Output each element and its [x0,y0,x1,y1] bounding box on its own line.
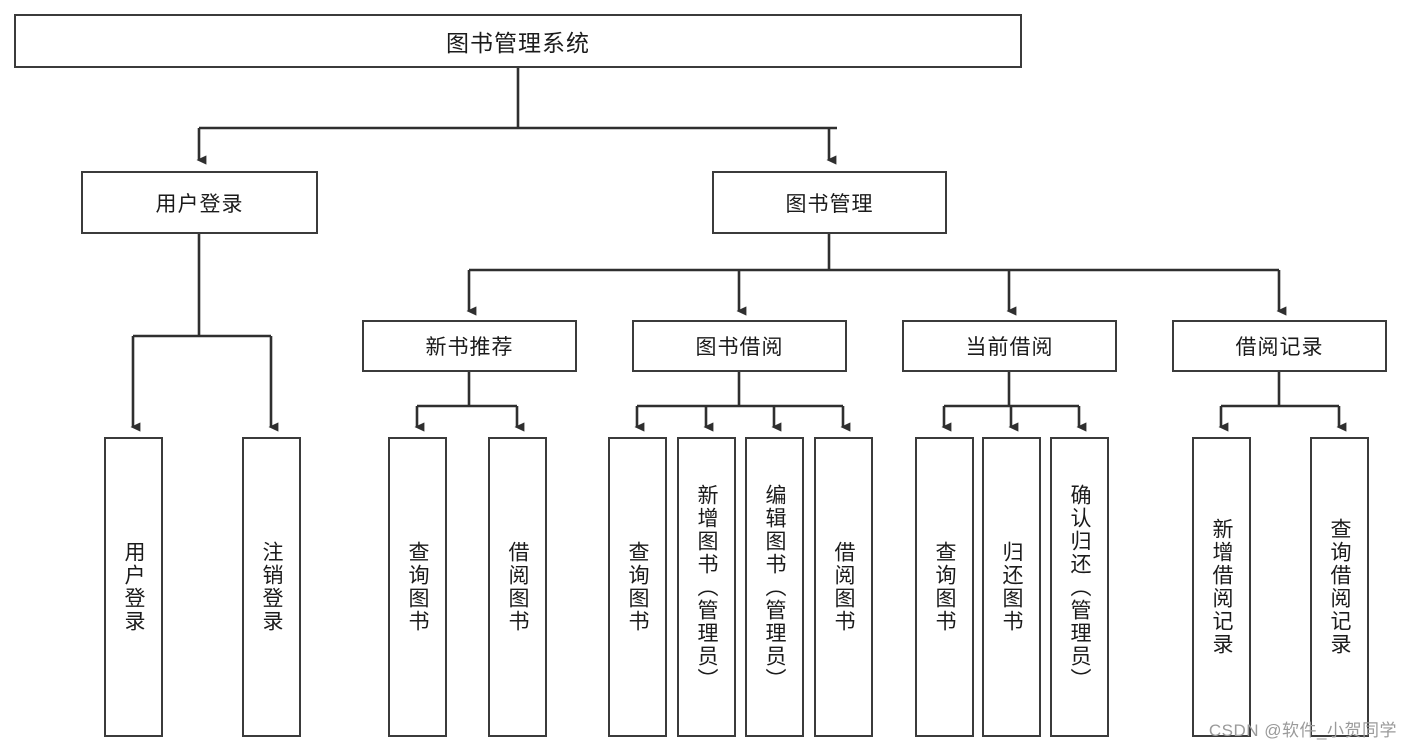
node-label: 编辑图书（管理员） [763,483,786,691]
node-user-login[interactable]: 用户登录 [81,171,318,234]
node-book-borrow[interactable]: 图书借阅 [632,320,847,372]
node-label: 用户登录 [122,541,145,633]
node-label: 查询图书 [933,541,956,633]
node-label: 当前借阅 [965,336,1054,359]
node-label: 新增借阅记录 [1210,518,1233,656]
node-current-borrow[interactable]: 当前借阅 [902,320,1117,372]
leaf-return-book[interactable]: 归还图书 [982,437,1041,737]
node-label: 注销登录 [260,541,283,633]
node-label: 新增图书（管理员） [695,483,718,691]
node-label: 查询图书 [626,541,649,633]
node-label: 查询图书 [406,541,429,633]
leaf-confirm-return-admin[interactable]: 确认归还（管理员） [1050,437,1109,737]
watermark-text: CSDN @软件_小贺同学 [1208,721,1397,740]
leaf-borrow-book-recommend[interactable]: 借阅图书 [488,437,547,737]
node-label: 用户登录 [155,192,244,216]
node-label: 借阅记录 [1235,336,1324,359]
node-label: 图书管理 [785,192,874,216]
node-label: 查询借阅记录 [1328,518,1351,656]
leaf-user-login[interactable]: 用户登录 [104,437,163,737]
node-book-management[interactable]: 图书管理 [712,171,947,234]
node-label: 图书借阅 [695,336,784,359]
leaf-query-book-current[interactable]: 查询图书 [915,437,974,737]
leaf-borrow-book[interactable]: 借阅图书 [814,437,873,737]
node-borrow-record[interactable]: 借阅记录 [1172,320,1387,372]
node-label: 新书推荐 [425,336,514,359]
leaf-query-book-borrow[interactable]: 查询图书 [608,437,667,737]
leaf-edit-book-admin[interactable]: 编辑图书（管理员） [745,437,804,737]
leaf-add-book-admin[interactable]: 新增图书（管理员） [677,437,736,737]
leaf-add-borrow-record[interactable]: 新增借阅记录 [1192,437,1251,737]
leaf-logout-login[interactable]: 注销登录 [242,437,301,737]
node-label: 借阅图书 [506,541,529,633]
node-label: 借阅图书 [832,541,855,633]
node-label: 确认归还（管理员） [1068,483,1091,691]
leaf-query-borrow-record[interactable]: 查询借阅记录 [1310,437,1369,737]
node-new-book-recommend[interactable]: 新书推荐 [362,320,577,372]
leaf-query-book-recommend[interactable]: 查询图书 [388,437,447,737]
node-label: 归还图书 [1000,541,1023,633]
node-label: 图书管理系统 [446,30,590,56]
node-root-book-management-system[interactable]: 图书管理系统 [14,14,1022,68]
